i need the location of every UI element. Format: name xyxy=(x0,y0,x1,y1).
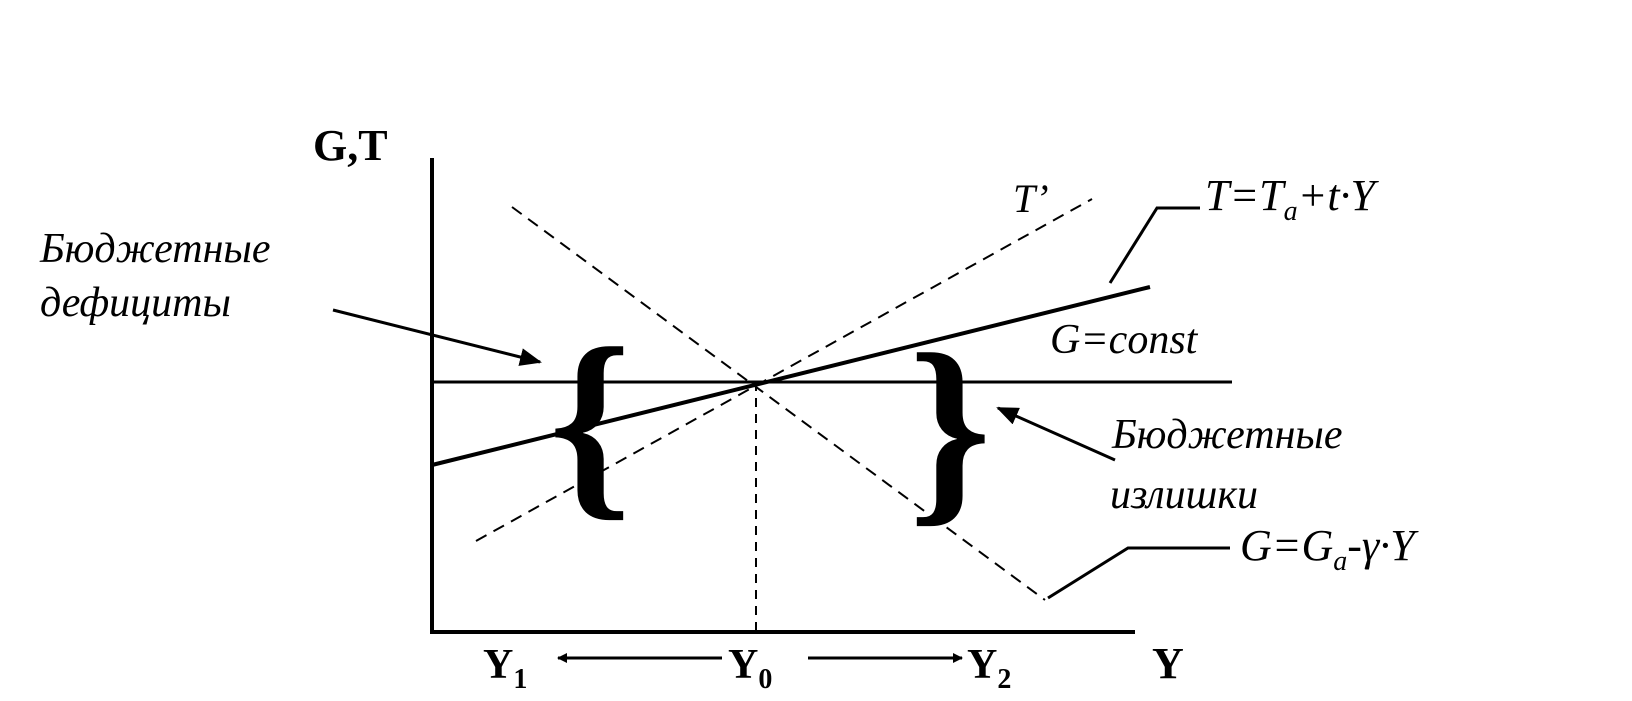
t-eq-leader xyxy=(1108,206,1200,284)
deficits-label-line2: дефициты xyxy=(40,280,231,326)
surplus-label-line1: Бюджетные xyxy=(1111,412,1343,458)
tick-y0: Y0 xyxy=(728,642,772,695)
tick-y1: Y1 xyxy=(483,642,527,695)
t-prime-label: T’ xyxy=(1013,176,1049,221)
surplus-brace: } xyxy=(909,312,992,544)
t-equation-label: T=Ta+t·Y xyxy=(1205,171,1380,227)
deficits-arrow xyxy=(332,308,542,366)
g-eq-leader xyxy=(1047,546,1230,600)
deficits-label-line1: Бюджетные xyxy=(39,226,271,272)
g-declining-line xyxy=(511,206,1046,601)
g-const-label: G=const xyxy=(1050,317,1199,363)
x-axis-label: Y xyxy=(1152,639,1184,688)
y-axis-label: G,T xyxy=(313,121,388,170)
deficit-brace: { xyxy=(549,306,632,538)
t-line xyxy=(431,285,1151,467)
surplus-arrow xyxy=(996,406,1116,462)
t-prime-line xyxy=(475,198,1093,542)
tick-y2: Y2 xyxy=(967,642,1011,695)
g-equation-label: G=Ga-γ·Y xyxy=(1240,521,1419,577)
surplus-label-line2: излишки xyxy=(1110,472,1258,518)
